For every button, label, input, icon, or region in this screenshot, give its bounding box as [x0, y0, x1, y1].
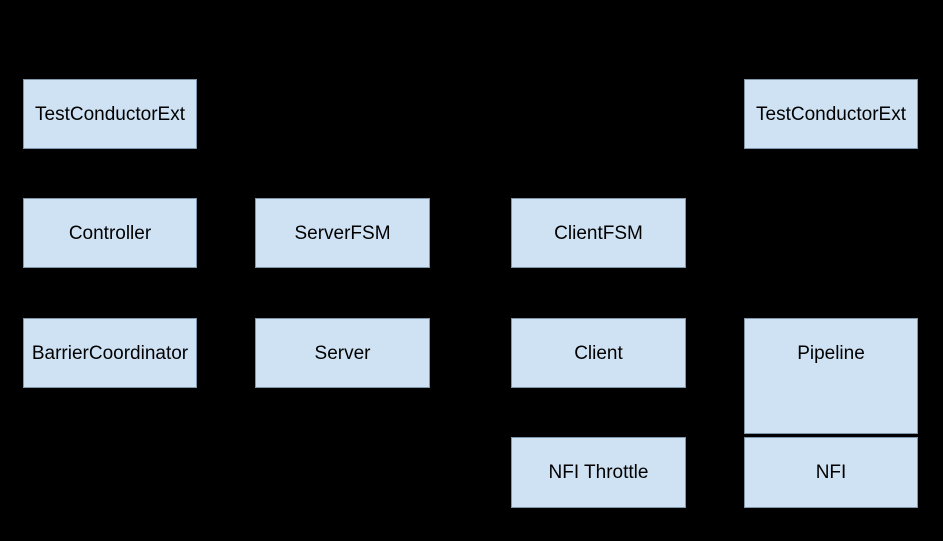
node-label: Server: [314, 342, 371, 364]
node-label: ServerFSM: [294, 222, 391, 244]
node-label: TestConductorExt: [756, 103, 906, 125]
node-server: Server: [255, 318, 430, 388]
node-serverfsm: ServerFSM: [255, 198, 430, 268]
node-nfi-throttle: NFI Throttle: [511, 437, 686, 508]
node-testconductorext-left: TestConductorExt: [23, 79, 197, 149]
node-label: NFI Throttle: [548, 462, 649, 483]
node-testconductorext-right: TestConductorExt: [744, 79, 918, 149]
node-barriercoordinator: BarrierCoordinator: [23, 318, 197, 388]
node-controller: Controller: [23, 198, 197, 268]
node-label: Client: [574, 342, 623, 364]
node-clientfsm: ClientFSM: [511, 198, 686, 268]
node-pipeline: Pipeline: [744, 318, 918, 434]
node-label: ClientFSM: [554, 222, 643, 244]
node-label: Pipeline: [797, 342, 865, 364]
node-label: BarrierCoordinator: [31, 342, 189, 364]
node-label: TestConductorExt: [35, 103, 185, 125]
node-nfi: NFI: [744, 437, 918, 508]
node-label: NFI: [815, 462, 847, 483]
node-label: Controller: [68, 222, 152, 244]
node-client: Client: [511, 318, 686, 388]
